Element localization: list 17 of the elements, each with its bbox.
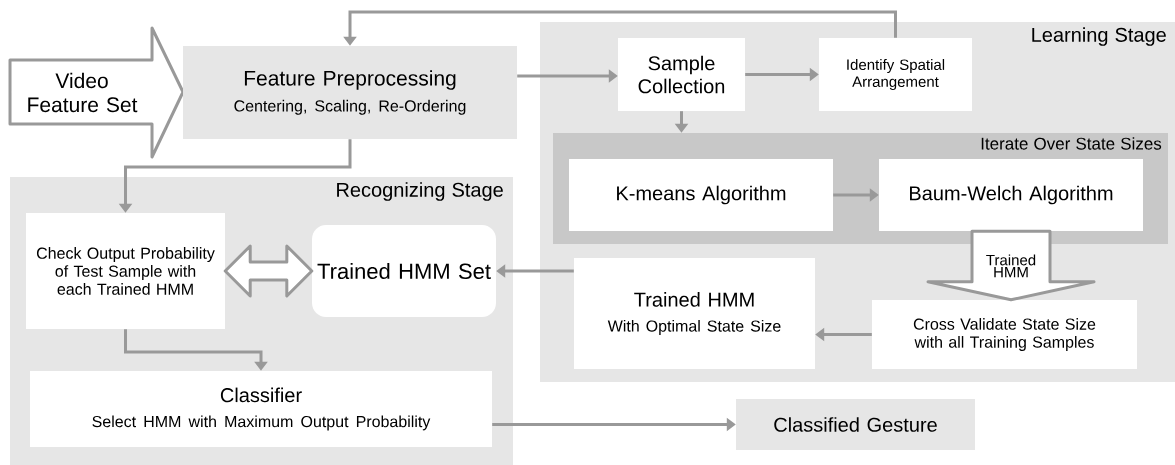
process-box: K-means Algorithm [569, 159, 833, 231]
process-box: Identify Spatial Arrangement [819, 38, 972, 111]
panel-heading: Iterate Over State Sizes [981, 137, 1162, 150]
process-box: Sample Collection [618, 38, 745, 111]
rounded-box: Trained HMM Set [312, 225, 496, 317]
edge-label: Trained HMM [986, 254, 1036, 278]
process-box: Trained HMM With Optimal State Size [574, 258, 815, 369]
process-box: Baum-Welch Algorithm [879, 159, 1143, 231]
panel-heading: Recognizing Stage [337, 182, 503, 201]
block-arrow [926, 229, 1096, 302]
double-block-arrow [223, 244, 314, 298]
process-box: Check Output Probability of Test Sample with each Trained HMM [26, 213, 225, 329]
process-box: Feature Preprocessing Centering, Scaling, Re-Ordering [183, 46, 517, 139]
process-box: Cross Validate State Size with all Training Samples [872, 300, 1137, 369]
panel-heading: Learning Stage [1032, 27, 1166, 46]
process-box: Classifier Select HMM with Maximum Output Probability [30, 371, 492, 447]
output-box: Classified Gesture [736, 399, 975, 450]
